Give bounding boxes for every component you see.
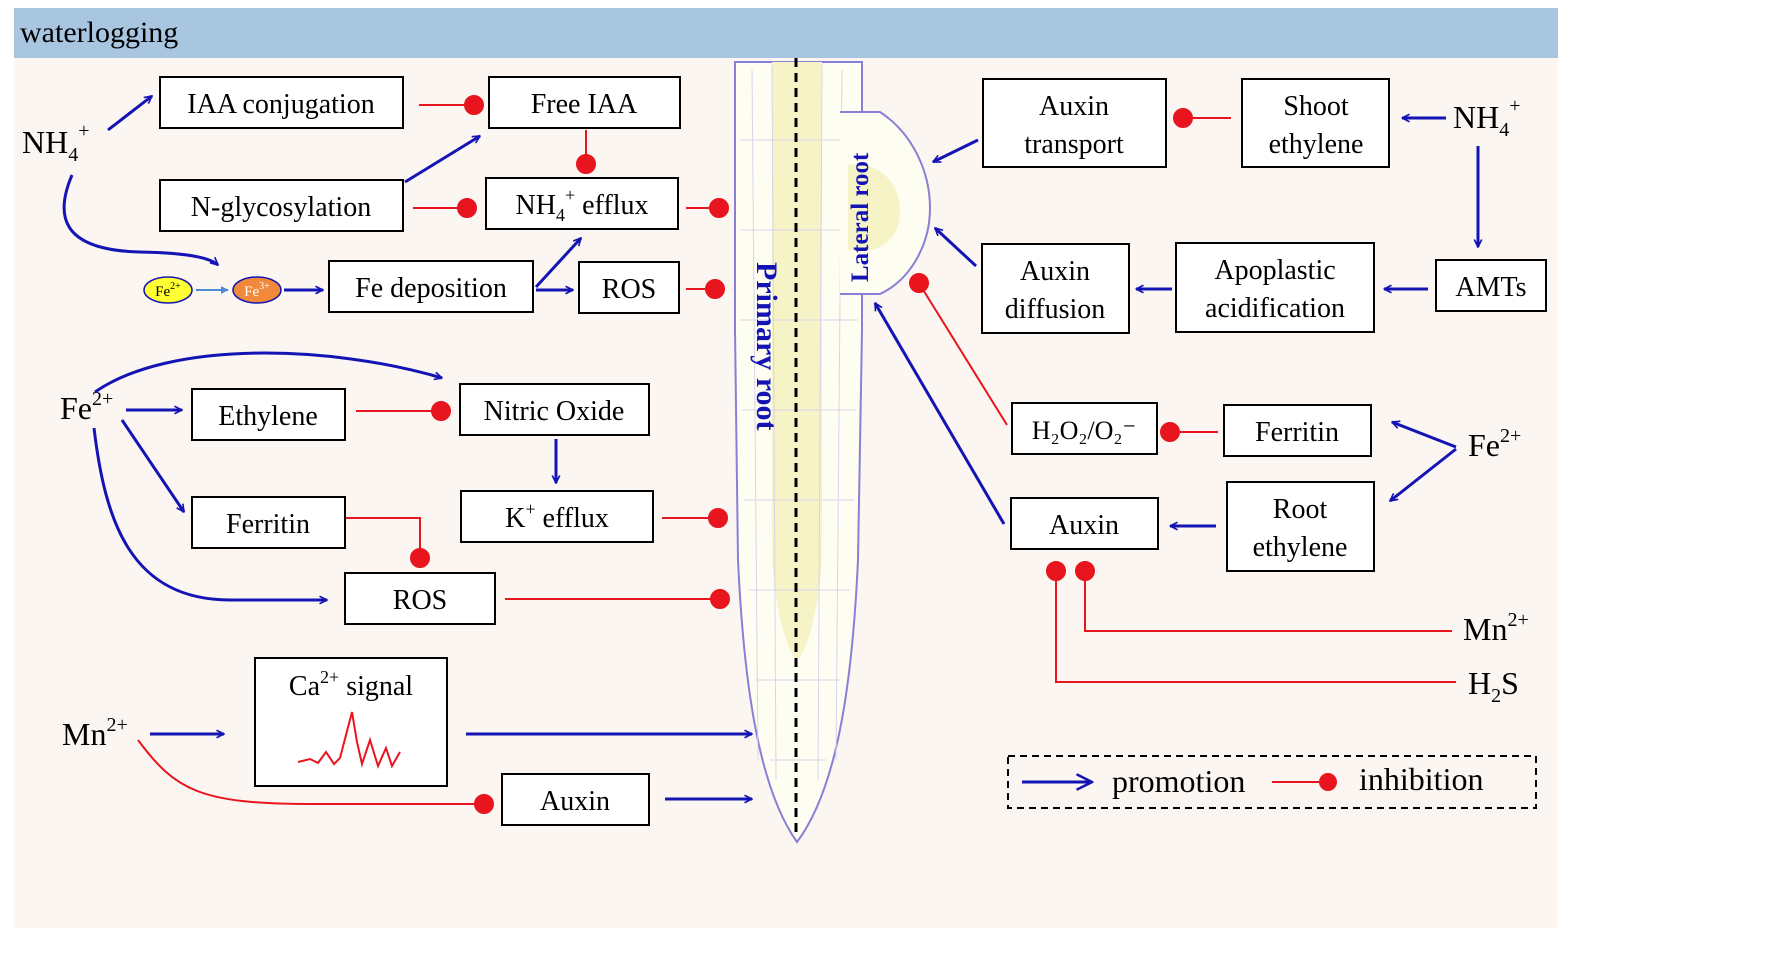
k-efflux-box: [460, 490, 654, 543]
free-iaa-box: [488, 76, 681, 129]
fe2-source-right: Fe2+: [1468, 425, 1521, 463]
amts-label: AMTs: [1455, 272, 1526, 303]
arrow-fe2-to-root-ethylene: [1390, 447, 1457, 503]
nh4-source-left: NH4+: [22, 120, 90, 166]
legend-promotion-label: promotion: [1112, 763, 1245, 799]
inhibit-ferritin-ros: [410, 548, 430, 568]
arrow-auxin-to-lateral: [873, 303, 1006, 525]
legend-inhibition-dot: [1319, 773, 1337, 791]
arrow-fe2-to-ros-bottom: [92, 427, 327, 600]
primary-root-illustration: Primary root Lateral root: [734, 58, 932, 844]
fe2-chip: [143, 276, 193, 304]
inhibit-mn-auxin: [474, 794, 494, 814]
inhibit-h2o2-lateral: [909, 273, 929, 293]
n-glycosylation-label: N-glycosylation: [191, 192, 371, 223]
free-iaa-label: Free IAA: [531, 89, 638, 120]
ferritin-box-right: [1223, 404, 1372, 457]
fe3-chip-label: Fe3+: [244, 281, 270, 300]
fe-deposition-label: Fe deposition: [355, 273, 507, 304]
n-glycosylation-box: [159, 179, 404, 232]
nh4-efflux-box: [485, 177, 679, 230]
ferritin-box-left: [191, 496, 346, 549]
lateral-root-label: Lateral root: [847, 152, 874, 282]
arrow-nh4-to-iaa-conjugation: [107, 94, 152, 132]
inhibit-h2s-auxin-right: [1046, 561, 1066, 581]
inhibit-nh4-efflux-root: [709, 198, 729, 218]
nh4-source-right: NH4+: [1453, 95, 1521, 141]
header-title: waterlogging: [20, 16, 178, 49]
arrow-fe2-to-ferritin-right: [1392, 422, 1457, 449]
auxin-transport-box: [982, 78, 1167, 168]
nitric-oxide-box: [459, 383, 650, 436]
ros-top-label: ROS: [602, 274, 656, 305]
iaa-conjugation-label: IAA conjugation: [187, 89, 374, 120]
auxin-box-right: [1010, 497, 1159, 550]
fe2-chip-label: Fe2+: [155, 281, 181, 300]
arrow-fe2-to-ferritin: [120, 419, 186, 512]
legend-box: [1007, 755, 1537, 809]
ros-bottom-box: [344, 572, 496, 625]
h2o2-o2-label: H₂O₂/O₂⁻: [1032, 416, 1136, 445]
ca-signal-box: [254, 657, 448, 787]
primary-root-label: Primary root: [750, 262, 783, 431]
amts-box: [1435, 259, 1547, 312]
ros-bottom-label: ROS: [393, 585, 447, 616]
auxin-diffusion-box: [981, 243, 1130, 334]
ros-top-box: [578, 261, 680, 314]
ferritin-label-right: Ferritin: [1255, 417, 1339, 448]
inhibit-ros-top-root: [705, 279, 725, 299]
inhibit-iaa-conjugation-free-iaa: [464, 95, 484, 115]
h2o2-o2-box: [1011, 402, 1158, 455]
k-efflux-label: K+ efflux: [505, 499, 609, 534]
calcium-signal-trace: [297, 711, 401, 769]
arrow-fe2-to-nitric-oxide: [94, 351, 442, 394]
mn-source-left: Mn2+: [62, 714, 128, 752]
inhibit-shoot-ethylene-auxin-transport: [1173, 108, 1193, 128]
ferritin-label-left: Ferritin: [226, 509, 310, 540]
arrow-nh4-to-fe3: [62, 174, 218, 265]
iaa-conjugation-box: [159, 76, 404, 129]
legend: promotion inhibition: [1007, 755, 1537, 809]
fe-deposition-box: [328, 260, 534, 313]
ethylene-box: [191, 388, 346, 441]
mn-source-right: Mn2+: [1463, 609, 1529, 647]
root-ethylene-box: [1226, 481, 1375, 572]
inhibit-ros-bottom-root: [710, 589, 730, 609]
h2s-source-right: H2S: [1468, 665, 1519, 707]
arrow-nglyco-to-free-iaa: [404, 134, 480, 184]
inhibit-ethylene-nitric-oxide: [431, 401, 451, 421]
inhibit-free-iaa-nh4-efflux: [576, 154, 596, 174]
arrow-fe-deposition-to-nh4-efflux: [534, 238, 581, 289]
auxin-label-left: Auxin: [540, 786, 610, 817]
nh4-efflux-label: NH4+ efflux: [516, 185, 649, 225]
inhibit-ferritin-h2o2: [1160, 422, 1180, 442]
ca-signal-label: Ca2+ signal: [289, 667, 413, 702]
inhibit-k-efflux-root: [708, 508, 728, 528]
inhibit-mn-auxin-right: [1075, 561, 1095, 581]
auxin-label-right: Auxin: [1049, 510, 1119, 541]
shoot-ethylene-box: [1241, 78, 1390, 168]
legend-inhibition-label: inhibition: [1359, 761, 1483, 797]
nitric-oxide-label: Nitric Oxide: [484, 396, 625, 427]
inhibit-nglyco-nh4-efflux: [457, 198, 477, 218]
ethylene-label: Ethylene: [218, 401, 318, 432]
fe2-source-left: Fe2+: [60, 388, 113, 426]
arrow-auxin-transport-to-lateral: [933, 138, 979, 164]
apoplastic-acidification-box: [1175, 242, 1375, 333]
fe3-chip: [232, 276, 282, 304]
header-bar: [14, 8, 1558, 58]
arrow-auxin-diffusion-to-lateral: [935, 228, 978, 268]
auxin-box-left: [501, 773, 650, 826]
